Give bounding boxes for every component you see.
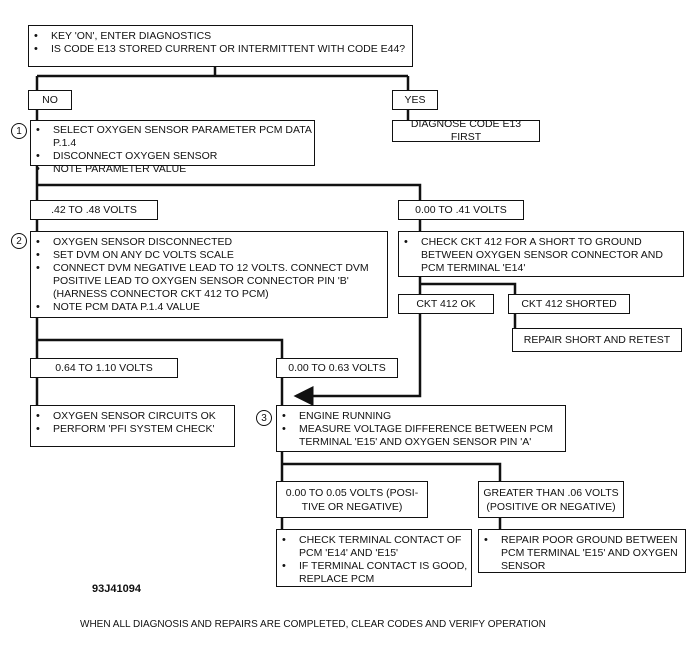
repair-ground-item: REPAIR POOR GROUND BETWEEN PCM TERMINAL … (479, 534, 685, 573)
connector-cktok-step3 (293, 312, 422, 406)
yes-label-box: YES (392, 90, 438, 110)
range-000-063-text: 0.00 TO 0.63 VOLTS (288, 361, 386, 374)
range-000-005-text: 0.00 TO 0.05 VOLTS (POSI- TIVE OR NEGATI… (285, 486, 419, 513)
check-ckt412-item: CHECK CKT 412 FOR A SHORT TO GROUND BETW… (399, 236, 683, 275)
step2-item: NOTE PCM DATA P.1.4 VALUE (31, 301, 387, 314)
connector-step3-split (280, 452, 502, 482)
step1-item: DISCONNECT OXYGEN SENSOR (31, 150, 314, 163)
range-064-110-text: 0.64 TO 1.10 VOLTS (55, 361, 153, 374)
check-terminal-item: IF TERMINAL CONTACT IS GOOD, REPLACE PCM (277, 560, 471, 586)
ckt412-shorted-box: CKT 412 SHORTED (508, 294, 630, 314)
range-42-48-text: .42 TO .48 VOLTS (51, 203, 137, 216)
range-gt-006-text: GREATER THAN .06 VOLTS (POSITIVE OR NEGA… (483, 486, 619, 513)
step3-item: ENGINE RUNNING (277, 410, 565, 423)
step-1-marker: 1 (11, 123, 27, 139)
connector-step2-split (35, 318, 284, 360)
repair-short-text: REPAIR SHORT AND RETEST (523, 333, 671, 346)
range-42-48-box: .42 TO .48 VOLTS (30, 200, 158, 220)
no-label-box: NO (28, 90, 72, 110)
range-000-005-box: 0.00 TO 0.05 VOLTS (POSI- TIVE OR NEGATI… (276, 481, 428, 518)
check-terminal-item: CHECK TERMINAL CONTACT OF PCM 'E14' AND … (277, 534, 471, 560)
start-item: KEY 'ON', ENTER DIAGNOSTICS (29, 30, 412, 43)
yes-label: YES (404, 93, 426, 106)
step-3-marker: 3 (256, 410, 272, 426)
check-ckt412-box: CHECK CKT 412 FOR A SHORT TO GROUND BETW… (398, 231, 684, 277)
range-gt-006-box: GREATER THAN .06 VOLTS (POSITIVE OR NEGA… (478, 481, 624, 518)
sensor-ok-item: PERFORM 'PFI SYSTEM CHECK' (31, 423, 234, 436)
repair-short-box: REPAIR SHORT AND RETEST (512, 328, 682, 352)
step1-item: NOTE PARAMETER VALUE (31, 163, 314, 176)
diagnose-e13-box: DIAGNOSE CODE E13 FIRST (392, 118, 540, 143)
ckt412-ok-box: CKT 412 OK (398, 294, 494, 314)
diagnose-e13-text: DIAGNOSE CODE E13 FIRST (410, 118, 522, 143)
range-0-41-text: 0.00 TO .41 VOLTS (415, 203, 507, 216)
range-064-110-box: 0.64 TO 1.10 VOLTS (30, 358, 178, 378)
repair-ground-box: REPAIR POOR GROUND BETWEEN PCM TERMINAL … (478, 529, 686, 573)
no-label: NO (42, 93, 58, 106)
step1-box: SELECT OXYGEN SENSOR PARAMETER PCM DATA … (30, 120, 315, 176)
range-000-063-box: 0.00 TO 0.63 VOLTS (276, 358, 398, 378)
figure-code: 93J41094 (92, 583, 141, 595)
check-terminal-box: CHECK TERMINAL CONTACT OF PCM 'E14' AND … (276, 529, 472, 587)
step2-item: CONNECT DVM NEGATIVE LEAD TO 12 VOLTS. C… (31, 262, 387, 301)
footer-note: WHEN ALL DIAGNOSIS AND REPAIRS ARE COMPL… (80, 619, 546, 630)
step2-box: OXYGEN SENSOR DISCONNECTED SET DVM ON AN… (30, 231, 388, 318)
start-box: KEY 'ON', ENTER DIAGNOSTICS IS CODE E13 … (28, 25, 413, 67)
sensor-ok-item: OXYGEN SENSOR CIRCUITS OK (31, 410, 234, 423)
range-0-41-box: 0.00 TO .41 VOLTS (398, 200, 524, 220)
step2-item: SET DVM ON ANY DC VOLTS SCALE (31, 249, 387, 262)
connector-start-split (35, 66, 410, 90)
step-2-marker: 2 (11, 233, 27, 249)
step1-item: SELECT OXYGEN SENSOR PARAMETER PCM DATA … (31, 124, 314, 150)
step3-item: MEASURE VOLTAGE DIFFERENCE BETWEEN PCM T… (277, 423, 565, 449)
ckt412-shorted-text: CKT 412 SHORTED (521, 297, 617, 310)
start-item: IS CODE E13 STORED CURRENT OR INTERMITTE… (29, 43, 412, 56)
sensor-ok-box: OXYGEN SENSOR CIRCUITS OK PERFORM 'PFI S… (30, 405, 235, 447)
step3-box: ENGINE RUNNING MEASURE VOLTAGE DIFFERENC… (276, 405, 566, 452)
ckt412-ok-text: CKT 412 OK (416, 297, 476, 310)
step2-item: OXYGEN SENSOR DISCONNECTED (31, 236, 387, 249)
connector-check-split (418, 276, 517, 296)
